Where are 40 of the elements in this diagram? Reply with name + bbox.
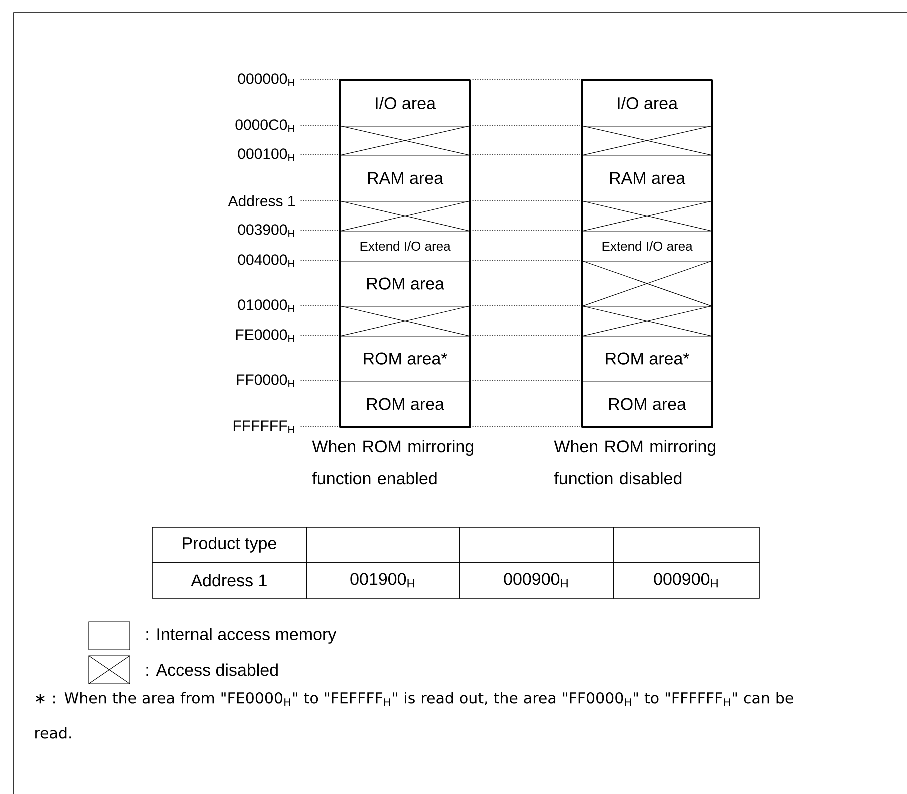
address-label: 000000$_{H}$: [238, 74, 294, 86]
address-label: FFFFFF$_{H}$: [234, 420, 294, 434]
address-label: 0000C0$_{H}$: [236, 120, 294, 132]
memory-area-cell: Extend I/O area: [582, 231, 713, 262]
memory-area-cell: RAM area: [340, 155, 471, 202]
address-label: FE0000$_{H}$: [236, 330, 294, 342]
memory-area-cell: Extend I/O area: [340, 231, 471, 262]
table-cell: 000900$_{H}$: [613, 562, 760, 599]
access-disabled-cell: [582, 200, 713, 232]
access-disabled-cell: [340, 306, 471, 337]
memory-area-cell: RAM area: [582, 155, 713, 202]
access-disabled-cell: [582, 260, 713, 307]
address-label: FF0000$_{H}$: [237, 374, 294, 388]
footnote: ∗ : When the area from "FE0000$_{H}$" to "FEFFFF$_{H}$" is read out, the area "FF0000$_{H}$" to "FFFFFF$_{H}$" can be read.: [36, 692, 794, 739]
column-caption: When ROM mirroring function enabled: [312, 440, 474, 485]
memory-column: [340, 80, 472, 428]
memory-area-cell: ROM area*: [340, 336, 471, 382]
memory-area-cell: ROM area: [582, 381, 713, 428]
legend-text: : Internal access memory: [146, 628, 337, 644]
legend-text: : Access disabled: [146, 664, 278, 676]
access-disabled-cell: [340, 126, 471, 156]
memory-area-cell: ROM area: [340, 381, 471, 428]
memory-column: [582, 80, 714, 428]
table-cell: 000900$_{H}$: [459, 562, 614, 599]
address-label: 010000$_{H}$: [238, 300, 294, 312]
address-label: 004000$_{H}$: [238, 254, 294, 268]
memory-area-cell: ROM area: [340, 261, 471, 307]
address-label: Address 1: [228, 196, 296, 206]
table-cell: Product type: [152, 527, 307, 563]
access-disabled-cell: [582, 306, 713, 337]
node-label: I/O area: [376, 97, 436, 110]
address-label: 003900$_{H}$: [238, 224, 294, 238]
access-disabled-cell: [582, 126, 713, 156]
access-disabled-cell: [340, 200, 471, 232]
column-caption: When ROM mirroring function disabled: [554, 440, 716, 485]
address-label: 000100$_{H}$: [238, 148, 294, 162]
memory-area-cell: ROM area*: [582, 336, 713, 382]
table-cell: Address 1: [152, 562, 307, 599]
table-cell: 001900$_{H}$: [306, 562, 460, 599]
node-label: I/O area: [618, 97, 678, 110]
